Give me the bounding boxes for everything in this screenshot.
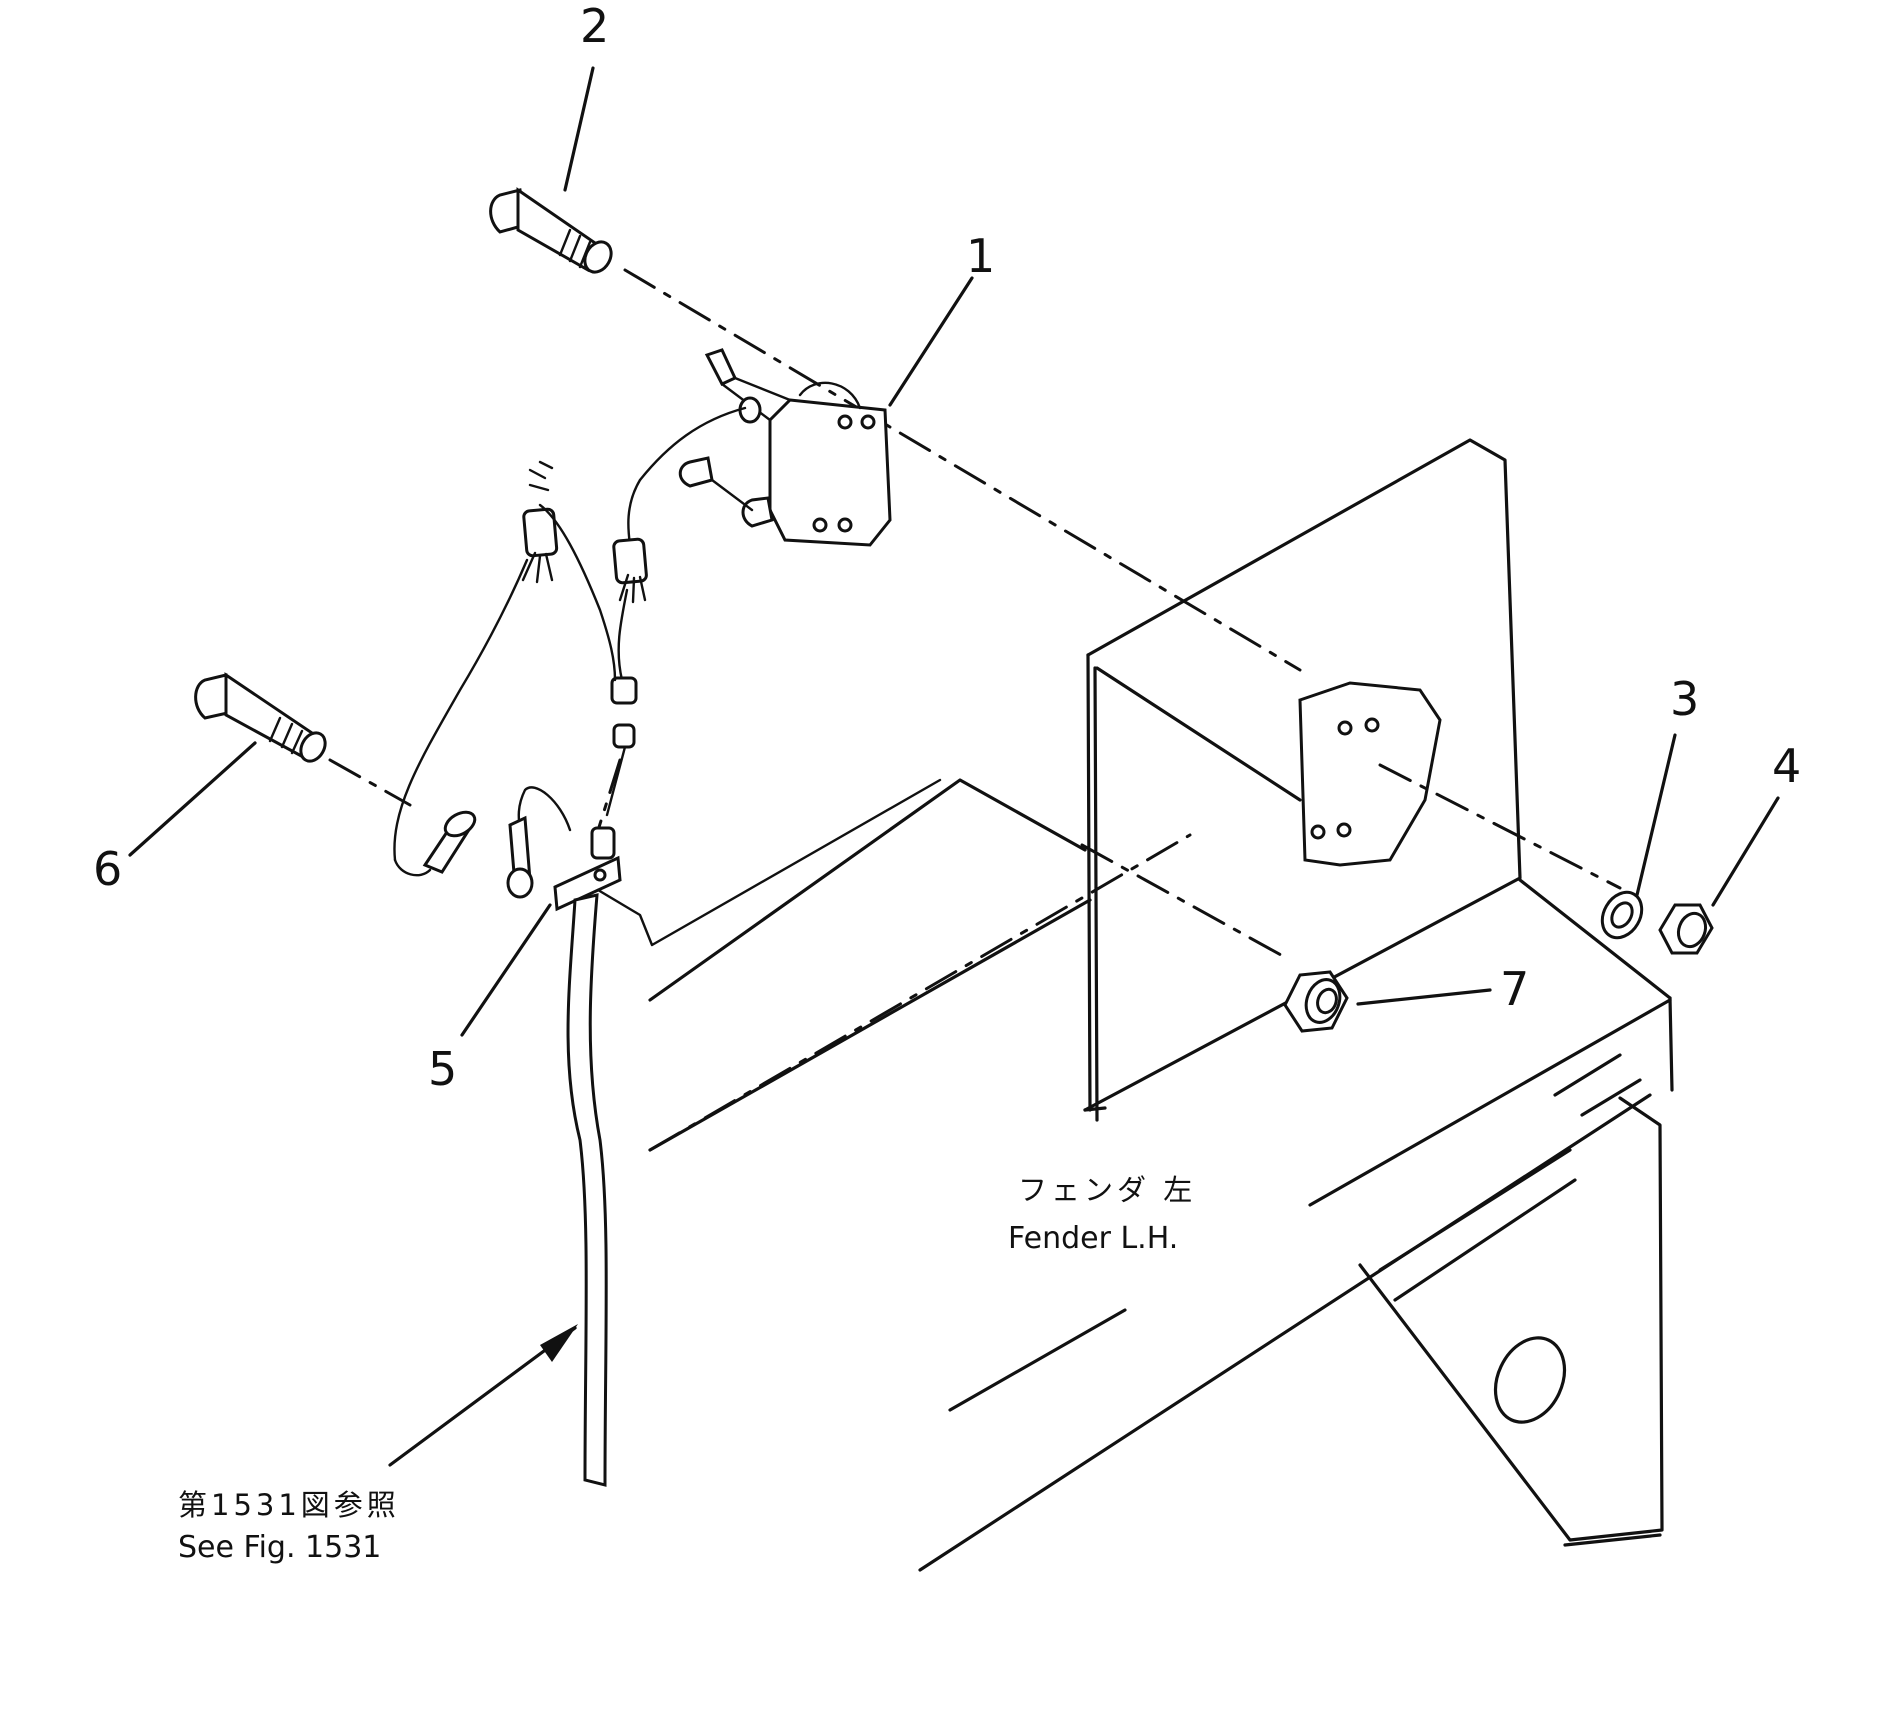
bolt2-axis-line — [623, 268, 1302, 672]
callout-1: 1 — [966, 229, 995, 283]
callout-4: 4 — [1772, 739, 1801, 793]
fender-left-hand — [648, 438, 1674, 1572]
fender-label-jp: フェンダ 左 — [1018, 1173, 1196, 1207]
switch-assembly-part-1 — [638, 348, 892, 547]
wire-harness — [393, 460, 648, 899]
callout-7: 7 — [1500, 962, 1529, 1016]
fender-axis-line — [648, 833, 1192, 1152]
fender-label-en: Fender L.H. — [1008, 1221, 1178, 1256]
bolt-part-6 — [194, 672, 327, 763]
reference-label-en: See Fig. 1531 — [178, 1530, 381, 1565]
callout-3: 3 — [1670, 672, 1699, 726]
fender-bracket — [1298, 681, 1442, 867]
bolt-part-2 — [489, 187, 613, 274]
clip-part-5 — [553, 778, 942, 1487]
reference-label-jp: 第1531図参照 — [178, 1488, 400, 1522]
nut-part-7 — [1283, 970, 1349, 1033]
washer-part-3 — [1600, 890, 1644, 940]
bolt6-axis-line — [328, 758, 412, 807]
leader-lines — [128, 66, 1780, 1037]
reference-arrow — [388, 1324, 578, 1467]
nut-part-4 — [1658, 903, 1714, 955]
callout-5: 5 — [428, 1042, 457, 1096]
bolt2-axis-line-right — [1378, 763, 1622, 890]
nut7-axis-line — [1080, 843, 1292, 962]
callout-6: 6 — [93, 842, 122, 896]
callout-2: 2 — [580, 0, 609, 53]
